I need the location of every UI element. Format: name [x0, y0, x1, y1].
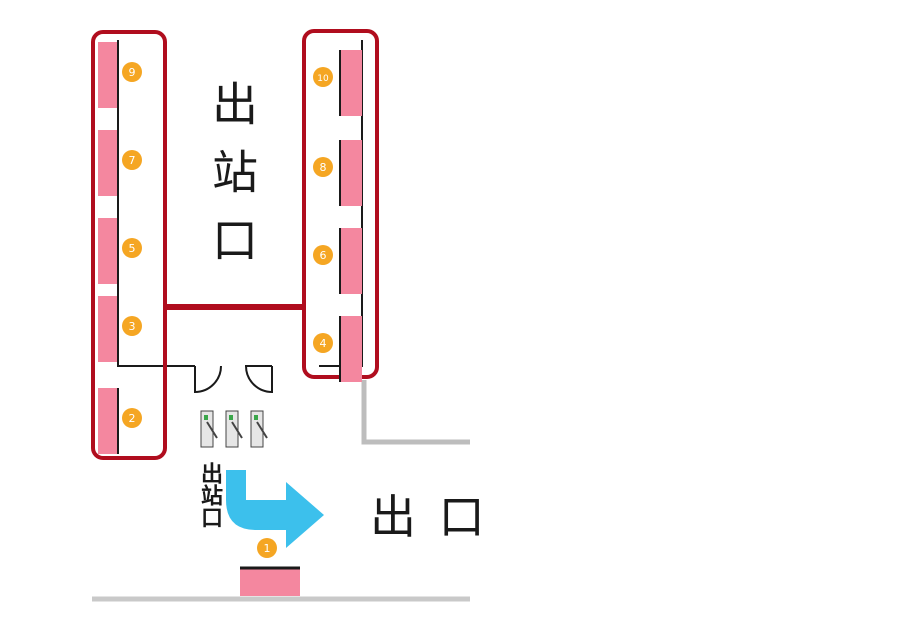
- platform-number: 3: [129, 320, 136, 333]
- exit-main-label: 出 口: [370, 490, 485, 544]
- platform-6: 6: [313, 228, 362, 294]
- platform-number: 8: [320, 161, 327, 174]
- platform-number: 9: [129, 66, 136, 79]
- platform-badge: [313, 67, 333, 87]
- turnstile-icon: [250, 410, 268, 448]
- platform-badge: [122, 238, 142, 258]
- platform-badge: [122, 408, 142, 428]
- platform-number: 7: [129, 154, 136, 167]
- exit-area-label: 出站口: [205, 80, 259, 284]
- platform-number: 2: [129, 412, 136, 425]
- door-icon: [194, 365, 222, 394]
- wall-right: [361, 380, 470, 445]
- exit-small-label: 出站口: [197, 462, 222, 528]
- platform-1: 1: [240, 538, 300, 596]
- platform-number: 6: [320, 249, 327, 262]
- turnstile-icon: [225, 410, 243, 448]
- platform-badge: [313, 333, 333, 353]
- platform-number: 1: [264, 542, 271, 555]
- platform-number: 10: [317, 74, 329, 84]
- platform-7: 7: [98, 130, 142, 196]
- platform-2: 2: [98, 388, 142, 454]
- platform-4: 4: [313, 316, 362, 382]
- platform-badge: [122, 150, 142, 170]
- platform-badge: [122, 62, 142, 82]
- platform-badge: [313, 157, 333, 177]
- platforms-layer: 9 7 5 3 2 10 8 6 4 1: [98, 42, 362, 596]
- platform-10: 10: [313, 50, 362, 116]
- door-icon: [245, 365, 273, 394]
- platform-8: 8: [313, 140, 362, 206]
- arrow-right-icon: [226, 470, 324, 548]
- platform-badge: [313, 245, 333, 265]
- platform-number: 5: [129, 242, 136, 255]
- turnstile-group: [200, 410, 268, 448]
- platform-5: 5: [98, 218, 142, 284]
- platform-number: 4: [320, 337, 327, 350]
- platform-9: 9: [98, 42, 142, 108]
- platform-3: 3: [98, 296, 142, 362]
- turnstile-icon: [200, 410, 218, 448]
- platform-group-left: [91, 30, 167, 460]
- platform-badge: [122, 316, 142, 336]
- platform-badge: [257, 538, 277, 558]
